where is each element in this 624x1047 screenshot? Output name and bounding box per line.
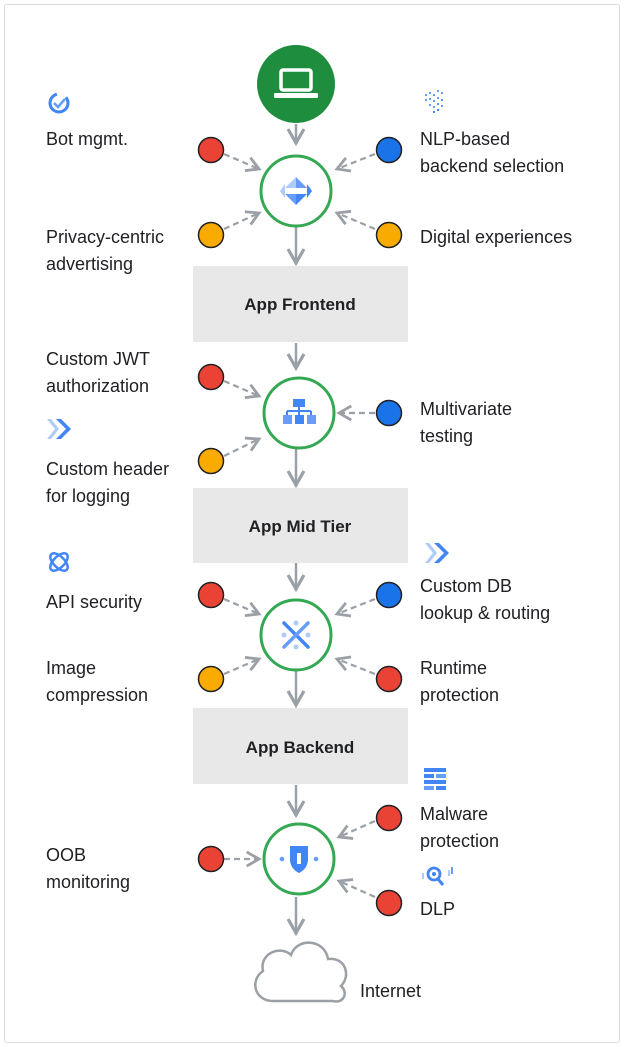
diagram-frame: App Frontend App Mid Tier App Backend xyxy=(4,4,620,1043)
internet-node xyxy=(254,941,348,1003)
oob-label: OOB monitoring xyxy=(46,845,131,892)
image-compression-label: Image compression xyxy=(46,658,149,705)
dot-image-compression xyxy=(197,665,225,693)
service-extension-node xyxy=(259,598,333,672)
hierarchy-node xyxy=(262,376,336,450)
architecture-diagram: App Frontend App Mid Tier App Backend xyxy=(47,45,453,1003)
dot-nlp xyxy=(375,136,403,164)
tier-backend: App Backend xyxy=(193,708,408,784)
dot-custom-header xyxy=(197,447,225,475)
network-hierarchy-icon xyxy=(283,399,316,424)
dot-jwt xyxy=(197,363,225,391)
malware-label: Malware protection xyxy=(420,804,500,851)
feed-privacy xyxy=(223,210,262,231)
feed-runtime xyxy=(334,655,376,676)
feed-api-security xyxy=(223,597,262,618)
api-security-label: API security xyxy=(46,592,143,612)
dot-bot-mgmt xyxy=(197,136,225,164)
dlp-label: DLP xyxy=(420,899,456,919)
load-balancer-node xyxy=(259,154,333,228)
bot-shield-icon xyxy=(48,92,70,114)
api-security-icon xyxy=(49,552,69,572)
feed-custom-header xyxy=(223,436,262,457)
chevron-forward-icon-2 xyxy=(425,543,449,563)
client-node xyxy=(257,45,335,123)
dot-dlp xyxy=(375,889,403,917)
feed-image-compression xyxy=(223,655,262,676)
nlp-backend-label: NLP-based backend selection xyxy=(420,129,565,176)
multivariate-label: Multivariate testing xyxy=(420,399,513,446)
firewall-icon xyxy=(424,768,446,790)
dot-oob xyxy=(197,845,225,873)
feed-jwt xyxy=(223,379,262,400)
dot-privacy xyxy=(197,221,225,249)
feed-dlp xyxy=(336,878,376,899)
privacy-ads-label: Privacy-centric advertising xyxy=(46,227,165,274)
laptop-icon xyxy=(274,68,318,98)
cloud-icon xyxy=(254,941,348,1003)
dot-digital xyxy=(375,221,403,249)
tier-midtier-label: App Mid Tier xyxy=(249,517,352,536)
tier-frontend: App Frontend xyxy=(193,266,408,342)
feed-bot-mgmt xyxy=(223,152,262,173)
feed-digital xyxy=(334,209,376,231)
dot-runtime xyxy=(375,665,403,693)
feed-nlp xyxy=(334,152,376,173)
dot-malware xyxy=(375,804,403,832)
digital-exp-label: Digital experiences xyxy=(420,227,573,247)
nlp-dots-icon xyxy=(425,90,443,113)
custom-jwt-label: Custom JWT authorization xyxy=(46,349,151,396)
custom-header-label: Custom header for logging xyxy=(46,459,170,506)
dot-custom-db xyxy=(375,581,403,609)
dot-api-security xyxy=(197,581,225,609)
internet-label: Internet xyxy=(360,981,422,1001)
source-dots xyxy=(197,136,403,917)
service-extension-icon xyxy=(281,620,311,650)
feed-custom-db xyxy=(334,597,376,618)
load-balancer-icon xyxy=(280,177,312,205)
runtime-protection-label: Runtime protection xyxy=(420,658,500,705)
tier-midtier: App Mid Tier xyxy=(193,488,408,563)
dashed-feeds xyxy=(223,152,376,899)
shield-security-icon xyxy=(279,846,319,873)
chevron-forward-icon xyxy=(47,419,71,439)
tier-backend-label: App Backend xyxy=(246,738,355,757)
feed-malware xyxy=(336,819,376,840)
custom-db-label: Custom DB lookup & routing xyxy=(420,576,551,623)
security-node xyxy=(262,822,336,896)
dot-multivariate xyxy=(375,399,403,427)
tier-frontend-label: App Frontend xyxy=(244,295,355,314)
bot-mgmt-label: Bot mgmt. xyxy=(46,129,129,149)
dlp-magnifier-icon xyxy=(422,866,453,886)
